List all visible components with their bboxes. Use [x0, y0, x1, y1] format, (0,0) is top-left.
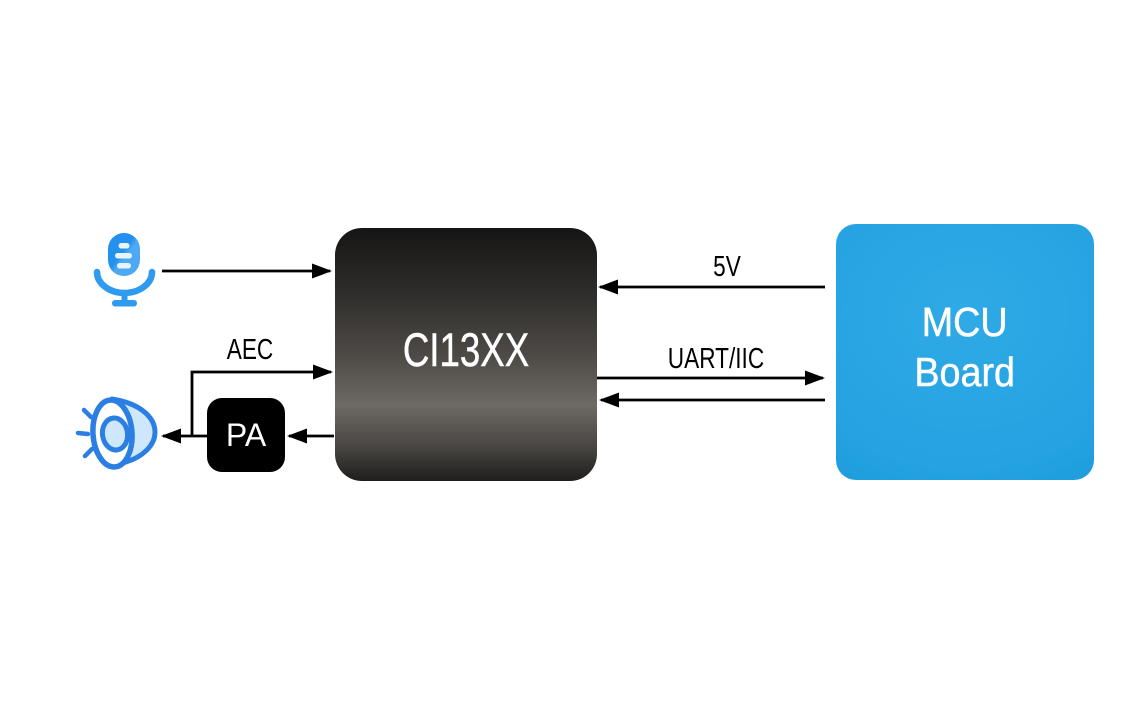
node-pa-label: PA: [225, 416, 267, 453]
node-ci13xx-label: CI13XX: [402, 323, 530, 377]
node-mcu-board: MCU Board: [836, 224, 1094, 480]
speaker-icon: [75, 396, 158, 470]
label-uart: UART/IIC: [667, 343, 765, 375]
node-mcu-label-line1: MCU: [922, 299, 1008, 346]
node-ci13xx: CI13XX: [335, 228, 597, 481]
microphone-icon: [93, 233, 156, 307]
arrow-aec-to-ci13xx: [190, 364, 333, 436]
node-mcu-label-line2: Board: [914, 349, 1016, 396]
label-5v: 5V: [713, 251, 741, 283]
label-aec: AEC: [226, 334, 274, 366]
node-pa: PA: [207, 398, 285, 472]
